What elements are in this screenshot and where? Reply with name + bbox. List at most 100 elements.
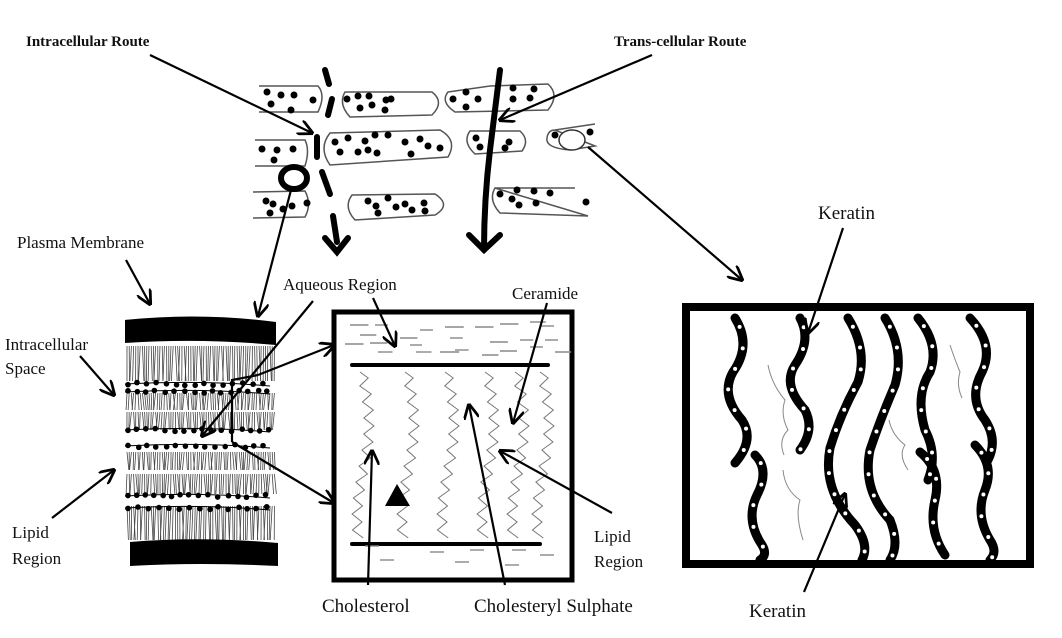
lipid-head <box>195 492 202 499</box>
lipid-head <box>265 426 272 433</box>
lipid-head <box>182 388 188 395</box>
keratin-speck <box>932 498 937 503</box>
lipid-head <box>142 389 149 395</box>
keratin-speck <box>862 549 867 554</box>
lipid-head <box>162 389 169 396</box>
lipid-head <box>199 426 205 432</box>
lipid-head <box>210 382 216 389</box>
keratin-speck <box>791 366 796 371</box>
lipid-head <box>263 503 270 510</box>
plasma-membrane-bottom <box>130 539 278 566</box>
keratin-speck <box>832 492 837 497</box>
keratin-speck <box>990 555 995 560</box>
lipid-head <box>209 388 216 394</box>
lipid-head <box>163 380 170 387</box>
keratin-speck <box>737 324 742 329</box>
keratin-speck <box>930 344 935 349</box>
lipid-head <box>152 425 159 432</box>
lipid-head <box>250 443 257 449</box>
keratin-speck <box>976 407 981 412</box>
keratin-speck <box>927 472 932 477</box>
lipid-head <box>172 428 178 435</box>
keratin-bottom-label: Keratin <box>749 601 806 622</box>
keratin-speck <box>874 429 879 434</box>
keratin-filaments <box>723 313 999 565</box>
lipid-head <box>134 379 140 386</box>
keratin-filament <box>965 313 997 465</box>
keratin-speck <box>867 450 872 455</box>
lipid-head <box>171 388 177 395</box>
keratin-speck <box>883 512 888 517</box>
lipid-head <box>177 491 183 498</box>
keratin-speck <box>801 406 806 411</box>
intracellular-space-label-2: Space <box>5 359 46 378</box>
keratin-speck <box>921 324 926 329</box>
keratin-speck <box>798 447 803 452</box>
lipid-head <box>125 492 131 499</box>
lipid-head <box>253 505 259 512</box>
lipid-head <box>135 504 141 510</box>
keratin-speck <box>801 325 806 330</box>
keratin-speck <box>892 531 897 536</box>
keratin-speck <box>732 408 737 413</box>
droplet-to-keratin-arrow <box>587 146 742 280</box>
intracellular-route-label: Intracellular Route <box>26 34 150 50</box>
matrix-box <box>331 309 575 583</box>
lipid-droplet <box>558 129 586 151</box>
keratin-speck <box>843 511 848 516</box>
lipid-region-mid-label-2: Region <box>594 552 644 571</box>
lipid-head <box>125 381 131 388</box>
keratin-speck <box>833 428 838 433</box>
corneocyte-box <box>682 303 1034 568</box>
intracellular-route-arrow <box>149 54 312 133</box>
keratin-speck <box>982 365 987 370</box>
transcellular-route-path <box>466 67 503 255</box>
keratin-speck <box>890 388 895 393</box>
lipid-head <box>191 427 197 434</box>
lipid-head <box>125 387 131 394</box>
cholesteryl-sulphate-arrow <box>469 405 507 586</box>
keratin-speck <box>974 385 979 390</box>
keratin-speck <box>850 324 855 329</box>
lipid-head <box>207 506 213 513</box>
lipid-chains <box>351 371 555 539</box>
keratin-speck <box>981 492 986 497</box>
lipid-head <box>247 427 254 434</box>
lipid-head <box>225 492 232 499</box>
lipid-head <box>182 382 188 389</box>
keratin-speck <box>842 407 847 412</box>
keratin-speck <box>760 544 765 549</box>
keratin-speck <box>890 553 895 558</box>
ceramide-label: Ceramide <box>512 284 578 303</box>
keratin-speck <box>744 426 749 431</box>
lipid-head <box>205 491 211 498</box>
keratin-speck <box>871 493 876 498</box>
lipid-head <box>163 443 170 450</box>
keratin-speck <box>866 472 871 477</box>
lipid-head <box>253 492 259 499</box>
keratin-top-label: Keratin <box>818 203 875 224</box>
keratin-filament <box>970 440 999 565</box>
keratin-speck <box>851 387 856 392</box>
lipid-head <box>250 381 256 388</box>
keratin-speck <box>986 471 991 476</box>
lipid-region-left-label-1: Lipid <box>12 523 49 542</box>
lipid-head <box>255 387 262 394</box>
keratin-speck <box>751 524 756 529</box>
aqueous-region-arrow <box>372 297 395 346</box>
lipid-head <box>222 443 229 450</box>
keratin-speck <box>930 450 935 455</box>
intercellular-ring <box>278 164 310 192</box>
keratin-filament <box>915 447 950 560</box>
plasma-membrane-top <box>125 316 276 345</box>
lipid-chain <box>531 371 555 539</box>
keratin-speck <box>923 429 928 434</box>
lipid-head <box>153 379 159 386</box>
keratin-speck <box>806 427 811 432</box>
plasma-membrane-label: Plasma Membrane <box>17 233 144 252</box>
lipid-head <box>244 506 250 512</box>
keratin-speck <box>887 324 892 329</box>
lipid-head <box>135 444 142 451</box>
keratin-speck <box>920 386 925 391</box>
keratin-speck <box>979 450 984 455</box>
